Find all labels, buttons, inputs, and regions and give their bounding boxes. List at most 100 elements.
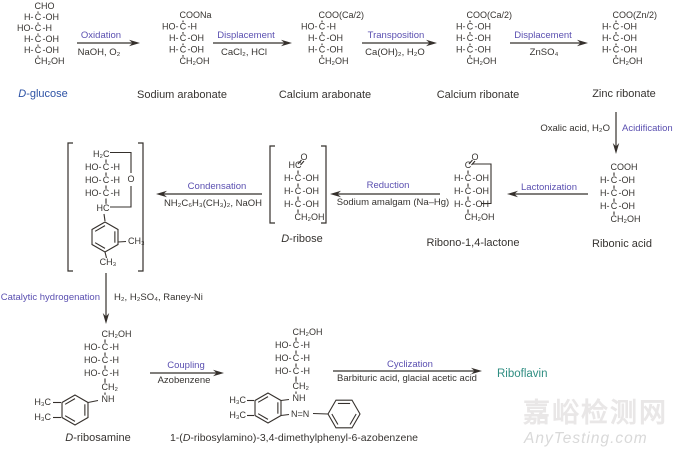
structure-ribono-lactone-row: -OH <box>473 186 490 196</box>
intermediate-ring-bond-bottom <box>110 186 132 208</box>
structure-calcium-ribonate-row: C <box>467 33 474 43</box>
structure-calcium-arabonate-row: H- <box>308 33 318 43</box>
structure-azo-chain-row: CH₂ <box>293 381 310 391</box>
structure-ribono-lactone-row: H- <box>454 173 464 183</box>
structure-d-ribosamine-row: HO- <box>84 368 101 378</box>
structure-ribono-lactone-row: C <box>465 173 472 183</box>
bond-ch3-right <box>117 240 127 243</box>
structure-d-glucose-row: H- <box>24 12 34 22</box>
structure-d-glucose-row: C <box>35 34 42 44</box>
structure-ribonic-acid-row: C <box>611 201 618 211</box>
structure-ribonic-acid-row: H- <box>600 175 610 185</box>
benzene-ring-phenyl-double <box>349 413 357 425</box>
lactone-co-double-1 <box>468 159 473 165</box>
structure-calcium-ribonate-row: H- <box>456 45 466 55</box>
arrow-label-transposition: Transposition <box>368 30 425 41</box>
structure-intermediate-row: -H <box>111 175 121 185</box>
structure-d-glucose-row: -OH <box>43 45 60 55</box>
structure-azo-chain-row: HO- <box>275 353 292 363</box>
structure-ribono-lactone-row: CH₂OH <box>465 212 495 222</box>
structure-d-ribosamine-row: -H <box>110 368 120 378</box>
label-azo-compound: 1-(D-ribosylamino)-3,4-dimethylphenyl-6-… <box>170 432 418 444</box>
structure-ribono-lactone-row: C <box>465 160 472 170</box>
structure-sodium-arabonate-row: C <box>180 33 187 43</box>
label-calcium-ribonate: Calcium ribonate <box>437 89 520 101</box>
atom-ring-oxygen: O <box>127 174 134 184</box>
structure-ribonic-acid-row: CH₂OH <box>611 214 641 224</box>
structure-intermediate-row: -H <box>111 188 121 198</box>
structure-sodium-arabonate-row: CH₂OH <box>180 56 210 66</box>
structure-d-ribosamine-row: C <box>102 368 109 378</box>
structure-calcium-arabonate-row: COO(Ca/2) <box>319 10 365 20</box>
structure-d-glucose-row: CH₂OH <box>35 56 65 66</box>
structure-calcium-ribonate-row: -OH <box>475 45 492 55</box>
structure-intermediate-row: C <box>103 188 110 198</box>
label-d-ribose: D-ribose <box>281 233 323 245</box>
structure-calcium-ribonate-row: C <box>467 45 474 55</box>
structure-intermediate-row: C <box>103 162 110 172</box>
label-zinc-ribonate: Zinc ribonate <box>592 88 656 100</box>
structure-ribono-lactone-row: -OH <box>473 199 490 209</box>
lactone-ring-bond <box>472 163 492 205</box>
structure-ribonic-acid-row: -OH <box>619 201 636 211</box>
bond-hc-to-ring <box>103 213 106 222</box>
benzene-ring-intermediate <box>91 221 119 253</box>
structure-ribonic-acid-row: -OH <box>619 188 636 198</box>
structure-calcium-arabonate-row: C <box>319 45 326 55</box>
structure-d-ribose-row: H- <box>284 186 294 196</box>
structure-zinc-ribonate-row: C <box>613 33 620 43</box>
structure-sodium-arabonate-row: C <box>180 45 187 55</box>
structure-azo-chain-row: HO- <box>275 340 292 350</box>
structure-ribonic-acid-row: H- <box>600 188 610 198</box>
structure-ribonic-acid-row: C <box>611 188 618 198</box>
benzene-ring-intermediate-double <box>94 242 106 249</box>
bracket-ribose-left <box>269 145 275 224</box>
structure-ribonic-acid-row: -OH <box>619 175 636 185</box>
structure-calcium-arabonate-row: -H <box>327 22 337 32</box>
structure-sodium-arabonate-row: COONa <box>180 10 212 20</box>
benzene-ring-ribosamine-double <box>64 398 76 405</box>
structure-ribonic-acid-row: C <box>611 175 618 185</box>
substituent-h3c-4: H₃C <box>229 410 246 420</box>
structure-d-ribosamine-row: NH <box>102 394 115 404</box>
benzene-ring-azo-double <box>257 396 269 403</box>
structure-d-glucose-row: -OH <box>43 34 60 44</box>
arrow-cyclization-head <box>471 367 482 375</box>
structure-azo-chain-row: NH <box>293 393 306 403</box>
arrow-acidification-head <box>612 143 620 154</box>
azo-n-double-n: N=N <box>291 409 309 419</box>
structure-calcium-arabonate-row: H- <box>308 45 318 55</box>
structure-calcium-arabonate-row: CH₂OH <box>319 56 349 66</box>
structure-azo-chain-row: -H <box>301 366 311 376</box>
arrow-condensation-head <box>156 190 167 198</box>
arrow-coupling-head <box>213 369 224 377</box>
structure-azo-chain-row: CH₂OH <box>293 327 323 337</box>
watermark-en: AnyTesting.com <box>523 430 648 447</box>
structure-calcium-ribonate-row: H- <box>456 22 466 32</box>
bracket-intermediate-left <box>67 142 73 272</box>
structure-sodium-arabonate-row: -OH <box>188 45 205 55</box>
structure-zinc-ribonate-row: CH₂OH <box>613 56 643 66</box>
structure-d-glucose-row: HO- <box>17 23 34 33</box>
reagent-transposition: Ca(OH)₂, H₂O <box>365 47 425 58</box>
structure-calcium-ribonate-row: H- <box>456 33 466 43</box>
structure-d-ribose-row: H- <box>284 173 294 183</box>
arrow-oxidation-head <box>129 39 140 47</box>
reagent-condensation: NH₂C₆H₃(CH₃)₂, NaOH <box>164 198 262 209</box>
benzene-ring-intermediate-double <box>94 225 106 232</box>
label-sodium-arabonate: Sodium arabonate <box>137 89 227 101</box>
structure-zinc-ribonate-row: COO(Zn/2) <box>613 10 658 20</box>
arrow-label-cyclization: Cyclization <box>387 359 433 370</box>
structure-intermediate-row: HO- <box>85 175 102 185</box>
structure-d-glucose-row: -H <box>43 23 53 33</box>
structure-d-glucose-row: C <box>35 12 42 22</box>
label-riboflavin: Riboflavin <box>497 368 548 380</box>
structure-calcium-arabonate-row: HO- <box>301 22 318 32</box>
structure-d-ribose-row: C <box>295 173 302 183</box>
structure-d-ribosamine-row: HO- <box>84 342 101 352</box>
structure-calcium-arabonate-row: -OH <box>327 45 344 55</box>
structure-ribono-lactone-row: C <box>465 186 472 196</box>
label-calcium-arabonate: Calcium arabonate <box>279 89 371 101</box>
arrow-lactonization-head <box>507 190 518 198</box>
bond-nh-ring-ribosamine <box>87 399 99 404</box>
